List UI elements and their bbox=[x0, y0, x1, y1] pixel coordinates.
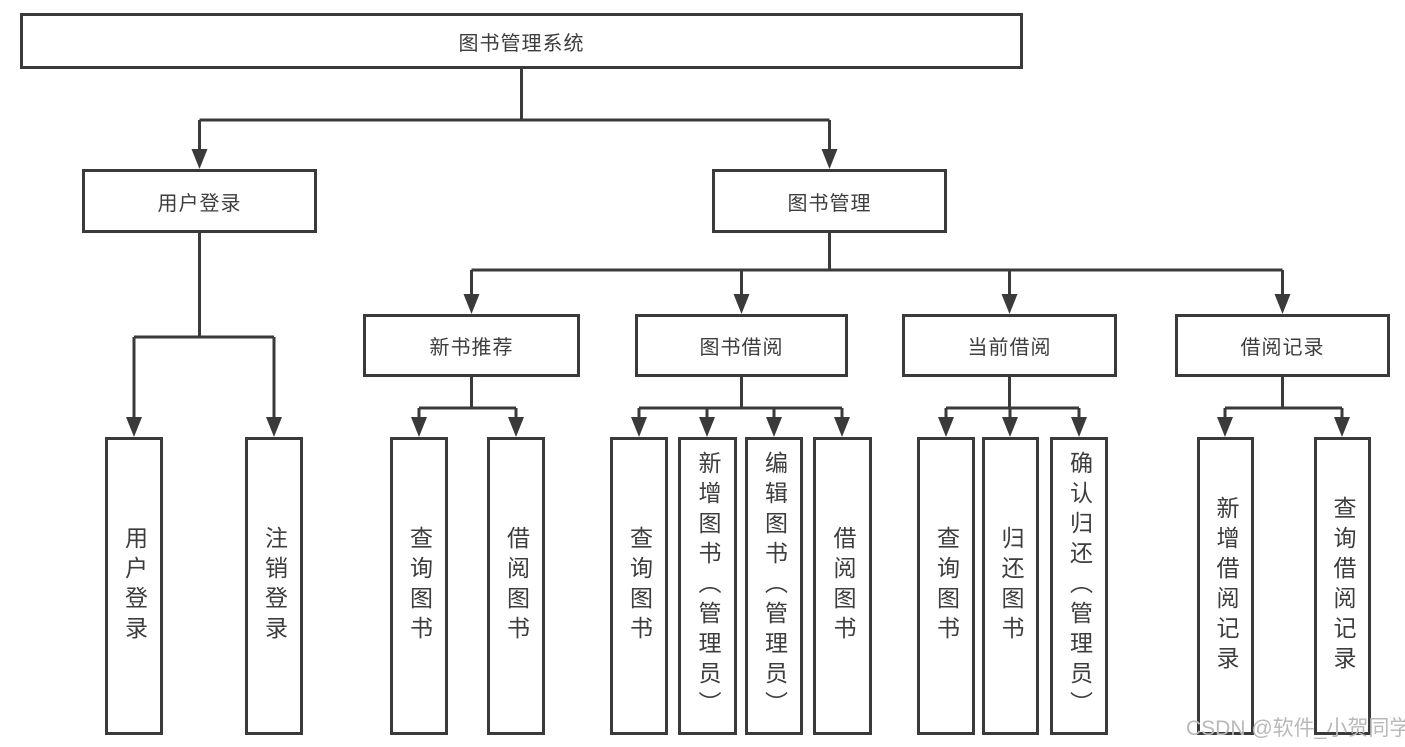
leaf-label: 借阅图书 bbox=[830, 526, 856, 646]
leaf-query-borrow-record: 查询借阅记录 bbox=[1314, 437, 1371, 735]
node-label: 图书管理系统 bbox=[458, 32, 585, 55]
node-new-book-recommend: 新书推荐 bbox=[363, 314, 580, 377]
connector-record-branch bbox=[1223, 377, 1344, 417]
leaf-confirm-return-admin: 确认归还（管理员） bbox=[1050, 437, 1108, 735]
leaf-label: 新增图书（管理员） bbox=[695, 451, 721, 721]
leaf-label: 确认归还（管理员） bbox=[1066, 451, 1093, 721]
leaf-borrow-books-2: 借阅图书 bbox=[813, 437, 872, 735]
csdn-watermark: CSDN @软件_小贺同学 bbox=[1186, 717, 1405, 740]
arrowheads-login-branch bbox=[126, 417, 282, 437]
leaf-label: 新增借阅记录 bbox=[1213, 496, 1239, 676]
leaf-borrow-books-1: 借阅图书 bbox=[487, 437, 545, 735]
node-system-root: 图书管理系统 bbox=[20, 13, 1023, 69]
leaf-query-books-3: 查询图书 bbox=[917, 437, 975, 735]
leaf-label: 归还图书 bbox=[998, 526, 1024, 646]
node-label: 用户登录 bbox=[157, 192, 242, 215]
leaf-label: 借阅图书 bbox=[503, 526, 530, 646]
arrowheads-level2 bbox=[191, 149, 838, 169]
leaf-label: 查询借阅记录 bbox=[1330, 496, 1356, 676]
leaf-label: 查询图书 bbox=[406, 526, 433, 646]
leaf-query-books-1: 查询图书 bbox=[390, 437, 448, 735]
connector-bookborrow-branch bbox=[637, 377, 844, 417]
leaf-edit-books-admin: 编辑图书（管理员） bbox=[745, 437, 803, 735]
leaf-logout: 注销登录 bbox=[245, 437, 303, 735]
connector-root-to-level2 bbox=[198, 69, 831, 149]
arrowheads-current-branch bbox=[938, 417, 1087, 437]
connector-login-branch bbox=[132, 233, 276, 417]
node-label: 当前借阅 bbox=[967, 337, 1052, 359]
arrowheads-record-branch bbox=[1217, 417, 1350, 437]
leaf-add-books-admin: 新增图书（管理员） bbox=[678, 437, 737, 735]
node-label: 图书管理 bbox=[787, 192, 872, 215]
node-borrow-records: 借阅记录 bbox=[1175, 314, 1390, 377]
arrowheads-newrec-branch bbox=[411, 417, 524, 437]
leaf-label: 查询图书 bbox=[933, 526, 960, 646]
connector-newrec-branch bbox=[417, 377, 518, 417]
node-user-login: 用户登录 bbox=[82, 169, 317, 233]
arrowheads-bookborrow-branch bbox=[631, 417, 850, 437]
node-book-management: 图书管理 bbox=[712, 169, 947, 233]
node-current-borrowing: 当前借阅 bbox=[902, 314, 1117, 377]
connector-bookmgmt-to-level3 bbox=[470, 233, 1284, 294]
leaf-add-borrow-record: 新增借阅记录 bbox=[1197, 437, 1254, 735]
leaf-label: 用户登录 bbox=[121, 526, 148, 646]
node-book-borrowing: 图书借阅 bbox=[635, 314, 848, 377]
leaf-return-books: 归还图书 bbox=[982, 437, 1039, 735]
node-label: 图书借阅 bbox=[699, 337, 784, 359]
node-label: 新书推荐 bbox=[429, 337, 514, 359]
leaf-label: 查询图书 bbox=[626, 526, 653, 646]
arrowheads-level3 bbox=[463, 294, 1291, 314]
leaf-label: 编辑图书（管理员） bbox=[761, 451, 788, 721]
leaf-label: 注销登录 bbox=[261, 526, 288, 646]
connector-current-branch bbox=[944, 377, 1081, 417]
leaf-user-login: 用户登录 bbox=[105, 437, 163, 735]
leaf-query-books-2: 查询图书 bbox=[610, 437, 668, 735]
node-label: 借阅记录 bbox=[1240, 337, 1325, 359]
